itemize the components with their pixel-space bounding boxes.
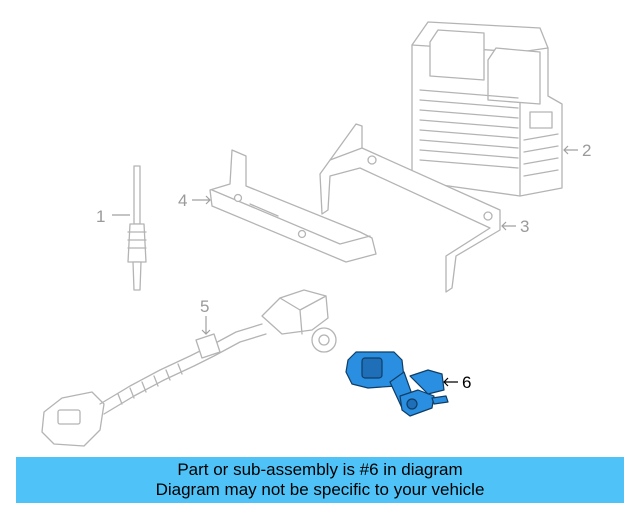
info-banner: Part or sub-assembly is #6 in diagram Di… — [16, 457, 624, 503]
parts-diagram: 1 2 3 4 5 6 — [41, 21, 591, 447]
callout-3: 3 — [520, 217, 529, 236]
part-4-small-bracket[interactable] — [209, 149, 377, 263]
part-1-glow-plug[interactable] — [127, 165, 147, 291]
banner-line-2: Diagram may not be specific to your vehi… — [155, 480, 485, 499]
part-6-highlighted-sensor[interactable] — [345, 351, 449, 417]
callout-2: 2 — [582, 141, 591, 160]
callout-line-3 — [501, 221, 516, 231]
banner-line-1: Part or sub-assembly is #6 in diagram — [177, 460, 463, 479]
callout-line-4 — [192, 195, 211, 205]
part-2-ecu-module[interactable] — [411, 21, 563, 197]
callout-line-6 — [443, 377, 458, 387]
callout-1: 1 — [96, 207, 105, 226]
callout-5: 5 — [200, 297, 209, 316]
callout-6: 6 — [462, 373, 471, 392]
part-3-mounting-bracket[interactable] — [319, 123, 501, 293]
callout-4: 4 — [178, 191, 187, 210]
part-5-sensor-harness[interactable] — [41, 289, 337, 447]
callout-line-5 — [201, 316, 211, 335]
callout-line-2 — [563, 145, 578, 155]
